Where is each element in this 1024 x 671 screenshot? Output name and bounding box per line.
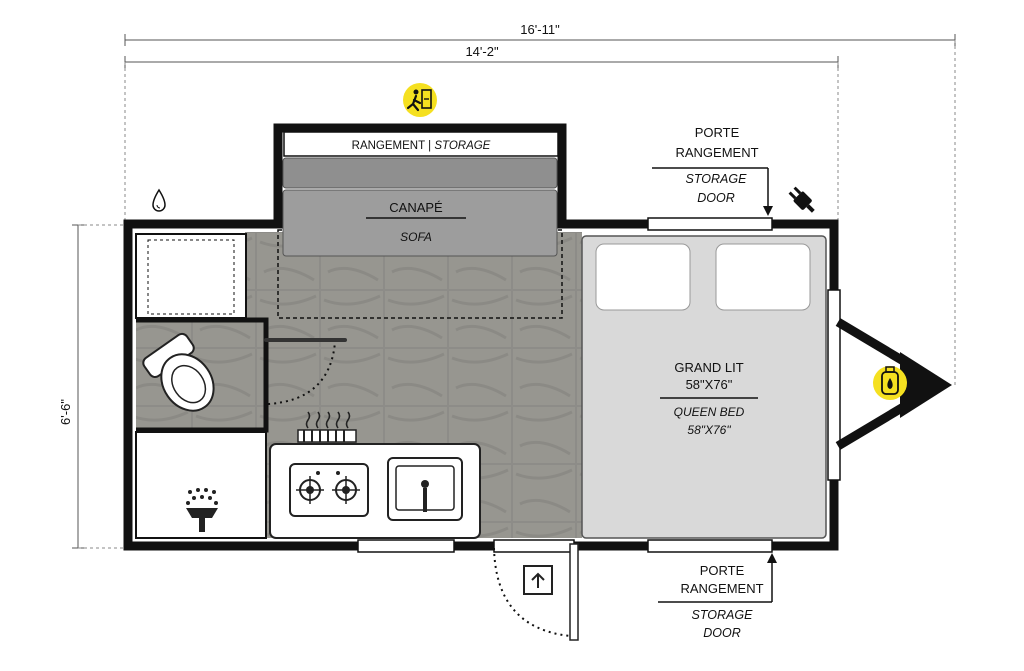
door-top-fr-2: RANGEMENT	[675, 145, 758, 160]
door-bottom-fr-1: PORTE	[700, 563, 745, 578]
cabinet	[135, 233, 247, 319]
sink	[387, 457, 463, 521]
heater	[297, 411, 357, 443]
entry-door	[493, 543, 579, 641]
water-drop-icon	[152, 188, 166, 212]
bed-label-en-2: 58"X76"	[687, 423, 731, 437]
bed-label-fr-1: GRAND LIT	[674, 360, 743, 375]
dimension-box-length: 14'-2"	[124, 44, 839, 222]
storage-door-callout-top: PORTE RANGEMENT STORAGE DOOR	[652, 125, 773, 216]
propane-tank-icon	[873, 366, 907, 400]
shower	[135, 431, 267, 539]
dimension-width: 6'-6"	[58, 224, 130, 549]
door-top-en-2: DOOR	[697, 191, 735, 205]
door-bottom-en-1: STORAGE	[692, 608, 754, 622]
sofa-label-en: SOFA	[400, 230, 432, 244]
shower-head-icon	[186, 488, 218, 532]
bathroom	[136, 317, 347, 433]
entry-step-icon	[523, 565, 553, 595]
door-top-en-1: STORAGE	[686, 172, 748, 186]
kitchen-counter	[269, 443, 481, 539]
window-front	[827, 289, 841, 481]
storage-label: RANGEMENT | STORAGE	[352, 140, 491, 152]
top-storage-door-opening	[647, 217, 773, 231]
bed-label-en-1: QUEEN BED	[674, 405, 745, 419]
power-plug-icon	[788, 186, 815, 213]
door-top-fr-1: PORTE	[695, 125, 740, 140]
overall-length-label: 16'-11"	[520, 22, 560, 37]
door-bottom-fr-2: RANGEMENT	[680, 581, 763, 596]
queen-bed: GRAND LIT 58"X76" QUEEN BED 58"X76"	[581, 235, 827, 539]
dimension-overall-length: 16'-11"	[124, 22, 956, 385]
trailer-hitch	[835, 318, 952, 450]
heat-waves-icon	[305, 411, 351, 429]
window-bottom	[357, 539, 455, 553]
storage-compartment: RANGEMENT | STORAGE	[283, 131, 559, 157]
entry-door-opening	[493, 539, 575, 553]
door-bottom-en-2: DOOR	[703, 626, 741, 640]
emergency-exit-icon	[403, 83, 437, 117]
sofa-label-fr: CANAPÉ	[389, 200, 443, 215]
box-length-label: 14'-2"	[465, 44, 499, 59]
toilet	[142, 332, 215, 412]
width-label: 6'-6"	[58, 399, 73, 425]
sofa: CANAPÉ SOFA	[277, 157, 563, 319]
bed-label-fr-2: 58"X76"	[686, 377, 733, 392]
stove-burner-icon	[289, 463, 369, 517]
bottom-storage-door-opening	[647, 539, 773, 553]
storage-door-callout-bottom: PORTE RANGEMENT STORAGE DOOR	[658, 553, 777, 640]
faucet-icon	[421, 480, 429, 512]
